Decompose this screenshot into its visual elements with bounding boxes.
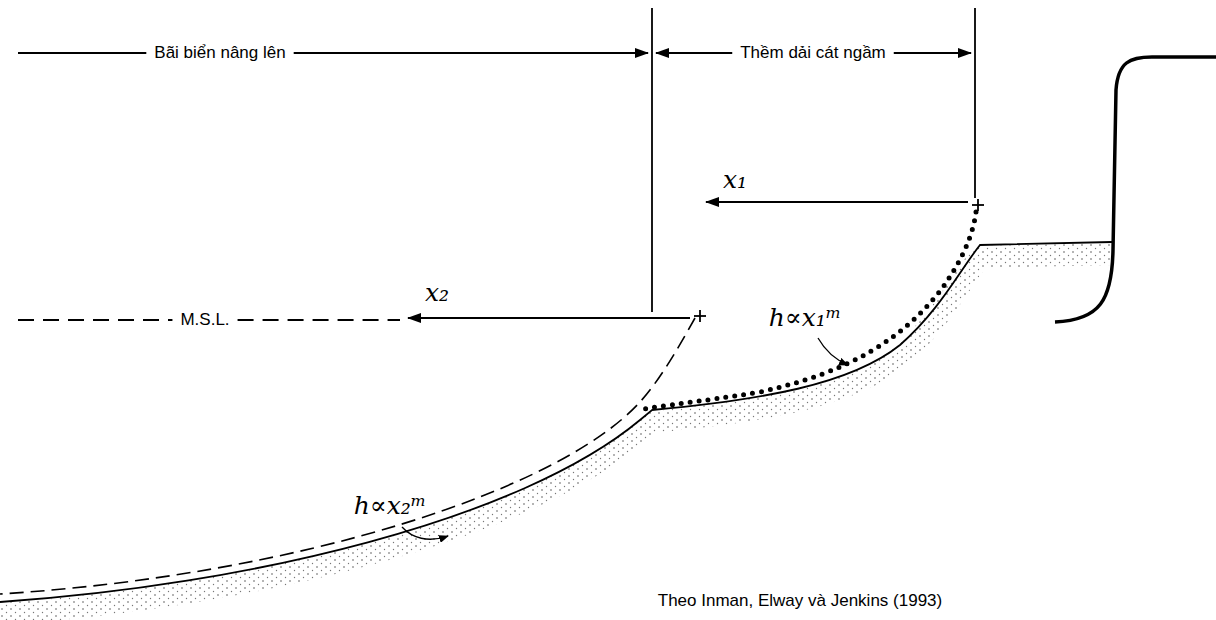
seabed-profile [0,242,1112,602]
divider-line [651,8,653,312]
formula-label: h∝x₁ᵐ [769,304,841,333]
divider-line [974,8,976,198]
zone-label: Bãi biển nâng lên [154,43,285,63]
axis-arrow [706,201,968,203]
zone-bracket [294,52,648,54]
dashed-profile [0,318,695,594]
sea-level-line [18,319,172,321]
cliff-outline [1055,57,1216,322]
zone-bracket [894,52,971,54]
leader-arrow [818,338,848,365]
formula-label: h∝x₂ᵐ [354,492,426,521]
zone-bracket [18,52,146,54]
axis-label: x₂ [425,279,449,308]
origin-mark [694,310,706,322]
sea-level-line [238,319,400,321]
axis-label: x₁ [723,166,747,195]
dotted-profile [640,212,976,410]
origin-mark [972,199,984,211]
leader-arrow [402,527,448,539]
source-note: Theo Inman, Elway và Jenkins (1993) [658,591,942,611]
zone-bracket [656,52,732,54]
zone-label: Thềm dải cát ngầm [740,43,886,63]
axis-arrow [408,317,690,319]
sea-level-label: M.S.L. [180,310,229,330]
sand-stipple [0,254,1112,614]
